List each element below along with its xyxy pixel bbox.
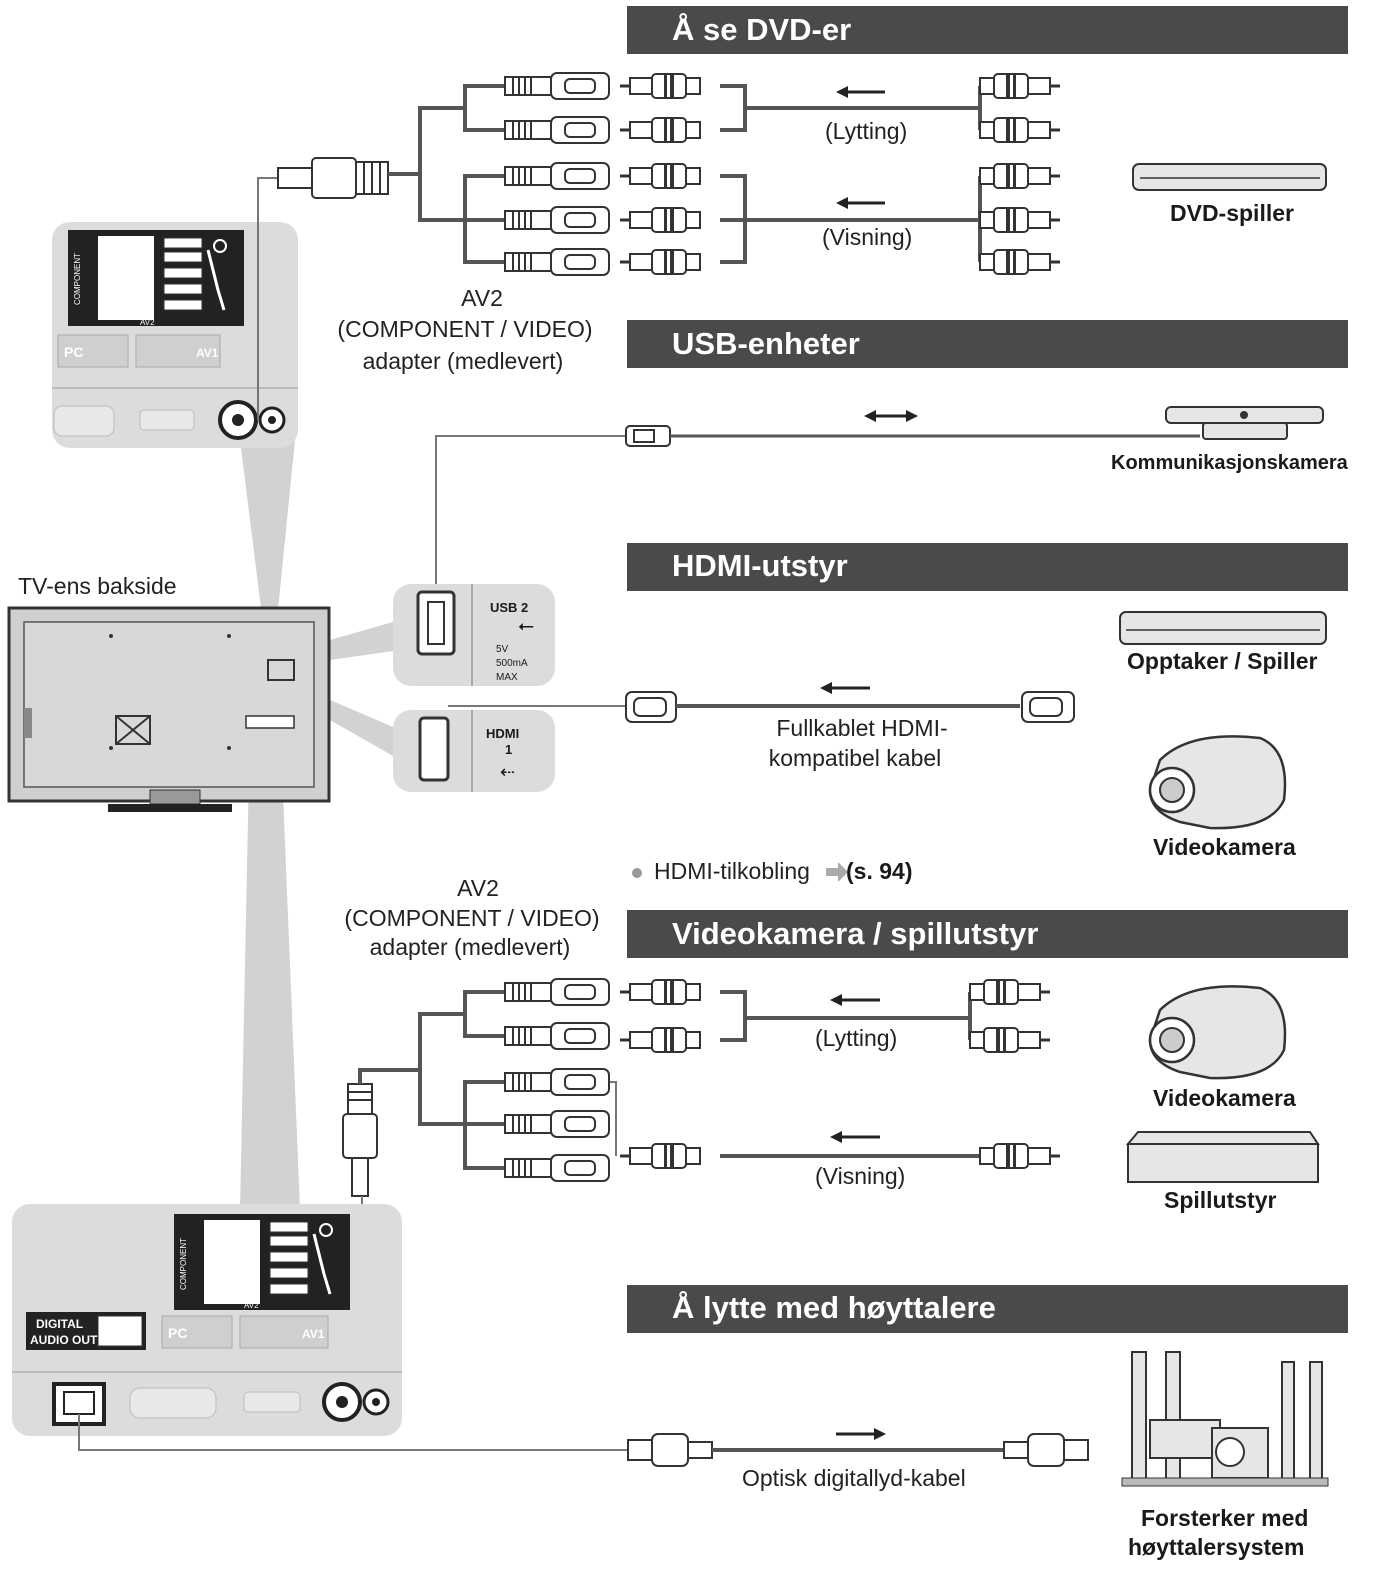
adapter-bottom-label: AV2 (COMPONENT / VIDEO) adapter (medleve… <box>344 875 599 960</box>
svg-text:MAX: MAX <box>496 672 518 683</box>
speaker-label-1: Forsterker med <box>1141 1505 1308 1531</box>
svg-text:USB 2: USB 2 <box>490 600 528 615</box>
bottom-pc-label: PC <box>168 1325 187 1341</box>
hdmi-note: HDMI-tilkobling <box>654 858 810 884</box>
hdmi-cable-label-1: Fullkablet HDMI- <box>776 715 947 741</box>
top-adapter-jacks <box>504 72 610 276</box>
digital-audio-label-1: DIGITAL <box>36 1317 83 1331</box>
svg-text:adapter (medlevert): adapter (medlevert) <box>370 934 571 960</box>
videocamera-icon-hdmi <box>1148 735 1287 830</box>
adapter-top-label: AV2 (COMPONENT / VIDEO) adapter (medleve… <box>337 285 592 374</box>
dvd-plugs-right <box>978 72 1062 276</box>
videocamera-label-hdmi: Videokamera <box>1153 834 1296 860</box>
svg-text:1: 1 <box>505 742 512 757</box>
dvd-listen-arrow <box>836 86 885 98</box>
recorder-icon <box>1119 611 1327 645</box>
dvd-view-arrow <box>836 197 885 209</box>
camera-listen-label: (Lytting) <box>815 1025 897 1051</box>
header-camera-title: Videokamera / spillutstyr <box>672 916 1038 951</box>
videocamera-icon-av <box>1148 985 1287 1080</box>
videocamera-label-av: Videokamera <box>1153 1085 1296 1111</box>
svg-text:5V: 5V <box>496 644 509 655</box>
speaker-system-icon <box>1121 1351 1329 1487</box>
header-usb: USB-enheter <box>627 320 1348 368</box>
dvd-player-icon <box>1132 163 1327 191</box>
header-speakers: Å lytte med høyttalere <box>627 1285 1348 1333</box>
hdmi-arrow <box>820 682 870 694</box>
recorder-label: Opptaker / Spiller <box>1127 648 1317 674</box>
beam-bottom <box>240 720 300 1210</box>
header-dvd-title: Å se DVD-er <box>672 12 851 47</box>
svg-text:(COMPONENT / VIDEO): (COMPONENT / VIDEO) <box>344 905 599 931</box>
hdmi-note-ref[interactable]: (s. 94) <box>846 858 912 884</box>
hdmi-port-callout: HDMI 1 ⇠ <box>393 710 555 792</box>
top-vga-port <box>53 405 115 437</box>
top-component-label: COMPONENT <box>73 253 82 305</box>
bottom-jack-panel: AV2 COMPONENT PC AV1 DIGITAL AUDIO OUT <box>12 1204 402 1436</box>
tv-label: TV-ens bakside <box>18 573 177 599</box>
camera-view-arrow <box>830 1131 880 1143</box>
bottom-av2-port-diagram <box>172 1212 352 1312</box>
game-console-label: Spillutstyr <box>1164 1187 1277 1213</box>
optical-cable <box>627 1433 1089 1467</box>
bottom-av2-label: AV2 <box>244 1301 259 1310</box>
camera-plugs-right <box>968 978 1062 1170</box>
usb-symbol-icon: ⭠ <box>518 615 534 637</box>
bottom-av1-label: AV1 <box>302 1327 325 1341</box>
usb-bidir-arrow <box>864 410 918 422</box>
ref-arrow-icon <box>826 862 848 882</box>
top-av2-port-diagram <box>66 228 246 328</box>
header-usb-title: USB-enheter <box>672 326 860 361</box>
beam-top <box>240 440 295 640</box>
header-speakers-title: Å lytte med høyttalere <box>672 1290 996 1325</box>
speaker-label-2: høyttalersystem <box>1128 1534 1304 1560</box>
game-console-icon <box>1125 1131 1320 1183</box>
svg-text:HDMI: HDMI <box>486 726 519 741</box>
header-dvd: Å se DVD-er <box>627 6 1348 54</box>
bottom-component-label: COMPONENT <box>179 1238 188 1290</box>
dvd-plugs-left <box>618 72 702 276</box>
dvd-view-label: (Visning) <box>822 224 912 250</box>
svg-text:500mA: 500mA <box>496 658 528 669</box>
svg-text:AV2: AV2 <box>461 285 503 311</box>
header-hdmi: HDMI-utstyr <box>627 543 1348 591</box>
digital-audio-label-2: AUDIO OUT <box>30 1333 98 1347</box>
comm-camera-icon <box>1165 406 1324 440</box>
bottom-adapter-jacks <box>504 978 610 1182</box>
comm-camera-label: Kommunikasjonskamera <box>1111 452 1349 474</box>
header-hdmi-title: HDMI-utstyr <box>672 548 848 583</box>
camera-plugs-left <box>618 978 702 1170</box>
svg-text:AV2: AV2 <box>457 875 499 901</box>
svg-text:adapter (medlevert): adapter (medlevert) <box>363 348 564 374</box>
top-jack-panel: AV2 COMPONENT PC AV1 <box>52 222 298 448</box>
top-pc-label: PC <box>64 344 83 360</box>
dvd-listen-label: (Lytting) <box>825 118 907 144</box>
top-hdmi-port <box>139 409 195 431</box>
hdmi-cable-label-2: kompatibel kabel <box>769 745 942 771</box>
bottom-vga-port <box>129 1387 217 1419</box>
dvd-player-label: DVD-spiller <box>1170 200 1294 226</box>
top-adapter-plug <box>277 157 389 199</box>
camera-view-label: (Visning) <box>815 1163 905 1189</box>
bottom-adapter-plug <box>342 1083 378 1197</box>
hdmi-cable <box>625 691 1075 723</box>
usb-port-callout: USB 2 ⭠ 5V 500mA MAX <box>393 584 555 686</box>
header-camera: Videokamera / spillutstyr <box>627 910 1348 958</box>
note-bullet <box>632 868 642 878</box>
bottom-hdmi-port <box>243 1391 301 1413</box>
optical-cable-label: Optisk digitallyd-kabel <box>742 1465 966 1491</box>
hdmi-input-icon: ⇠ <box>500 762 515 782</box>
top-av1-label: AV1 <box>196 346 219 360</box>
optical-arrow <box>836 1428 886 1440</box>
usb-plug <box>625 425 671 447</box>
top-av2-label: AV2 <box>140 318 155 327</box>
camera-listen-arrow <box>830 994 880 1006</box>
svg-text:(COMPONENT / VIDEO): (COMPONENT / VIDEO) <box>337 316 592 342</box>
tv-back-icon <box>7 606 331 812</box>
